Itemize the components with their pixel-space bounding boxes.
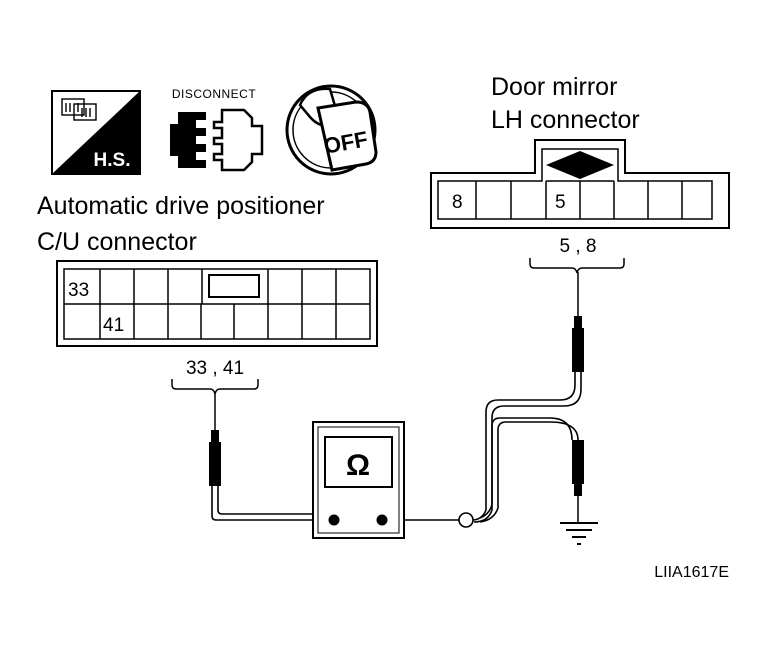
cu-connector-title-line2: C/U connector: [37, 228, 197, 256]
mirror-connector-key-icon: [546, 151, 614, 179]
mirror-connector-title-line2: LH connector: [491, 106, 640, 134]
mirror-connector-title-line1: Door mirror: [491, 73, 617, 101]
mirror-pin-5: 5: [555, 192, 566, 213]
cu-pin-33: 33: [68, 280, 89, 301]
cu-connector-title-line1: Automatic drive positioner: [37, 192, 325, 220]
disconnect-label: DISCONNECT: [172, 87, 257, 101]
ground-test-probe: [572, 440, 584, 522]
disconnect-connector-icon: DISCONNECT: [170, 87, 264, 172]
ohm-symbol: Ω: [346, 449, 370, 482]
mirror-probe-label: 5 , 8: [560, 236, 597, 257]
ohmmeter-icon: Ω: [312, 421, 405, 539]
meter-terminal-right: [376, 514, 388, 526]
mirror-probe-brace: [529, 258, 625, 274]
cu-connector: 33 41: [56, 260, 378, 347]
harness-side-icon: H.S.: [51, 90, 141, 175]
lead-junction: [458, 512, 474, 528]
ignition-switch-off-icon: OFF: [285, 84, 378, 176]
harness-side-label: H.S.: [94, 150, 131, 171]
cu-probe-brace: [171, 379, 259, 395]
cu-connector-lock-tab: [208, 274, 260, 298]
figure-code: LIIA1617E: [654, 564, 729, 581]
mirror-pin-8: 8: [452, 192, 463, 213]
mirror-connector: 8 5: [430, 139, 730, 229]
ground-icon: [560, 522, 598, 545]
cu-probe-label: 33 , 41: [186, 358, 244, 379]
cu-test-probe: [209, 394, 221, 486]
cu-pin-41: 41: [103, 315, 124, 336]
meter-terminal-left: [328, 514, 340, 526]
mirror-test-probe: [572, 272, 584, 372]
test-leads: [211, 372, 582, 523]
